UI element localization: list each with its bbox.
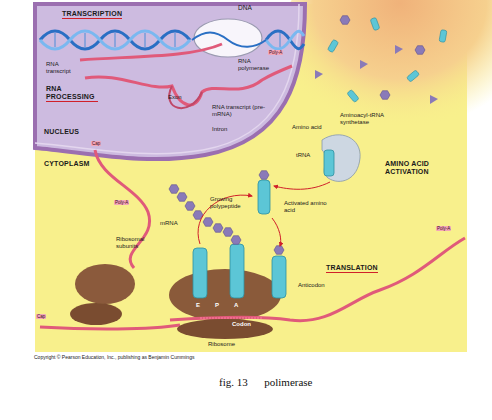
part-label: Ribosome [208,341,235,348]
part-label: Aminoacyl-tRNA synthetase [340,112,402,126]
process-heading: TRANSCRIPTION [62,10,122,19]
part-label: Growing polypeptide [210,196,256,210]
region-label: CYTOPLASM [44,160,90,168]
site-letter: E [196,302,200,309]
part-label: Codon [232,321,251,328]
end-tag: Cap [36,314,46,319]
site-letter: P [215,302,219,309]
end-tag: Poly-A [268,50,283,55]
part-label: RNA transcript (pre-mRNA) [212,104,284,118]
figure-caption: fig. 13 polimerase [219,376,312,389]
part-label: RNA transcript [46,61,78,75]
process-heading: TRANSLATION [326,264,378,273]
part-label: Activated amino acid [284,200,330,214]
end-tag: Poly-A [114,200,129,205]
part-label: Exon [168,94,182,101]
part-label: tRNA [296,152,310,159]
site-letter: A [234,302,238,309]
end-tag: Poly-A [436,226,451,231]
part-label: Anticodon [298,282,325,289]
part-label: Intron [212,126,227,133]
process-heading: RNA PROCESSING [46,85,98,102]
part-label: Amino acid [292,124,322,131]
part-label: Ribosomal subunits [116,236,168,250]
region-label: NUCLEUS [44,128,79,136]
end-tag: Cap [91,141,101,146]
copyright-note: Copyright © Pearson Education, Inc., pub… [34,355,474,361]
process-heading: AMINO ACID ACTIVATION [385,160,461,176]
part-label: DNA [238,4,252,11]
part-label: RNA polymerase [238,58,274,72]
part-label: mRNA [160,220,178,227]
